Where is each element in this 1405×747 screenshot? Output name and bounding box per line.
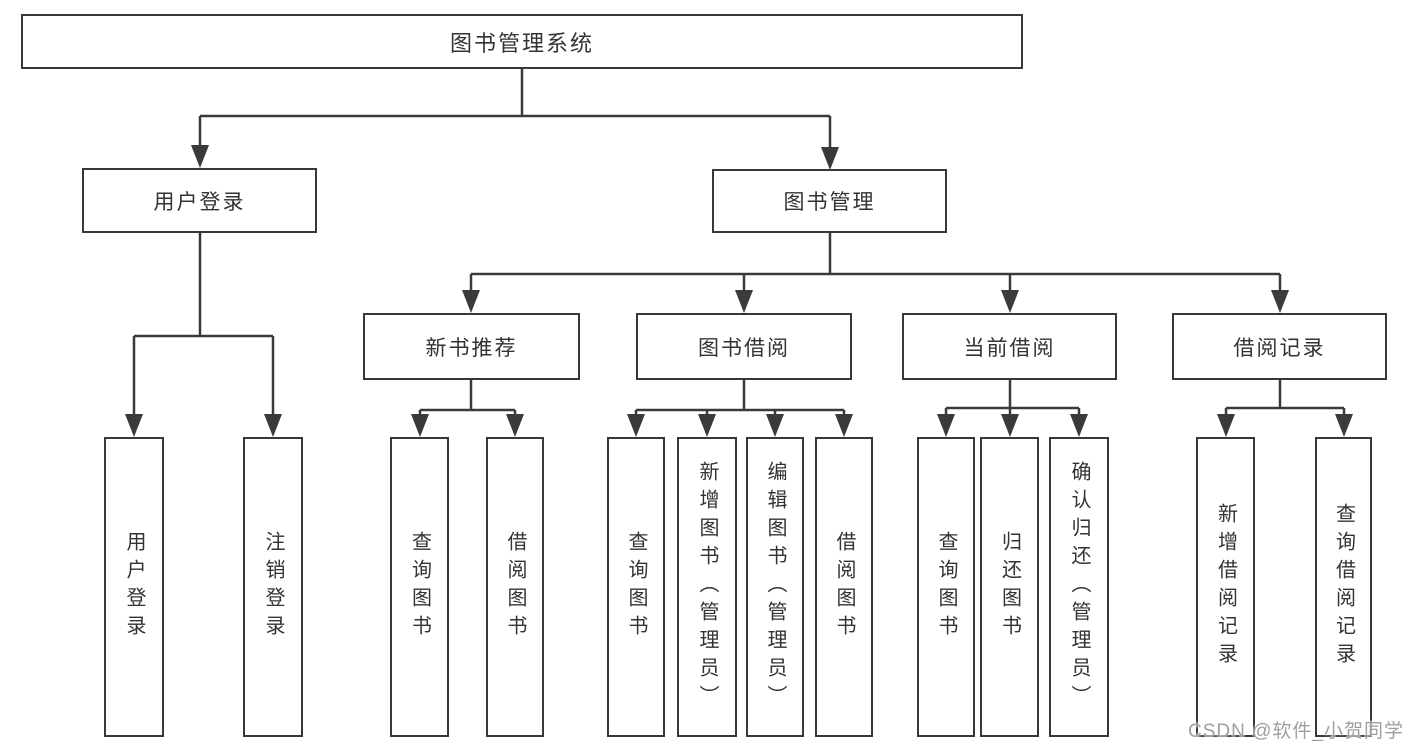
csdn-watermark: CSDN @软件_小贺同学 [1188, 721, 1404, 742]
leaf-add-books-admin: 新增图书（管理员） [677, 437, 737, 737]
leaf-return-books: 归还图书 [980, 437, 1039, 737]
node-current-borrow: 当前借阅 [902, 313, 1117, 380]
arrowheads [125, 145, 1353, 437]
node-book-borrow: 图书借阅 [636, 313, 852, 380]
leaf-confirm-return-admin: 确认归还（管理员） [1049, 437, 1109, 737]
leaf-add-borrow-record: 新增借阅记录 [1196, 437, 1255, 737]
leaf-query-books-recommend: 查询图书 [390, 437, 449, 737]
leaf-borrow-books: 借阅图书 [815, 437, 873, 737]
leaf-query-books-borrow: 查询图书 [607, 437, 665, 737]
leaf-user-login: 用户登录 [104, 437, 164, 737]
node-book-management: 图书管理 [712, 169, 947, 233]
node-new-book-recommend: 新书推荐 [363, 313, 580, 380]
node-user-login: 用户登录 [82, 168, 317, 233]
leaf-edit-books-admin: 编辑图书（管理员） [746, 437, 804, 737]
leaf-borrow-books-recommend: 借阅图书 [486, 437, 544, 737]
node-library-management-system: 图书管理系统 [21, 14, 1023, 69]
leaf-query-borrow-record: 查询借阅记录 [1315, 437, 1372, 737]
node-borrow-records: 借阅记录 [1172, 313, 1387, 380]
leaf-query-books-current: 查询图书 [917, 437, 975, 737]
leaf-logout: 注销登录 [243, 437, 303, 737]
